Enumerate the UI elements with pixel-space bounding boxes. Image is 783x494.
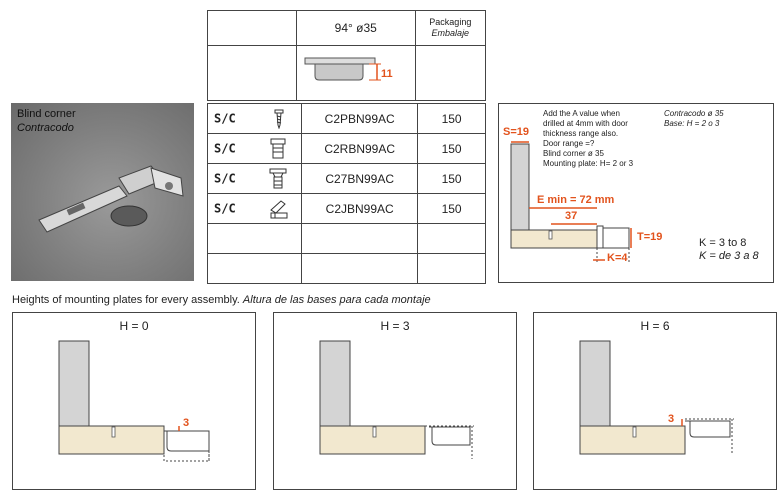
k-range-es: K = de 3 a 8 <box>699 250 759 262</box>
screw-icon <box>274 109 284 130</box>
mounting-drawing <box>319 340 474 459</box>
qty-cell: 150 <box>417 193 486 224</box>
packaging-label: Packaging <box>429 17 472 27</box>
prefix-label: S/C <box>214 111 236 125</box>
dim-label: 3 <box>183 417 190 429</box>
blind-corner-drawing <box>510 141 632 264</box>
heights-title: Heights of mounting plates for every ass… <box>12 294 431 306</box>
product-photo: Blind corner Contracodo <box>11 103 194 281</box>
note-es: Contracodo ø 35 Base: H = 2 o 3 <box>664 109 724 129</box>
empty-cell <box>206 223 303 254</box>
k-range: K = 3 to 8 <box>699 237 747 249</box>
table-row <box>206 223 486 254</box>
cup-cell: 11 <box>295 45 416 101</box>
empty-cell <box>414 45 487 101</box>
e-min-label: E min = 72 mm <box>537 194 615 206</box>
height-panel-h3: H = 3 <box>273 312 517 490</box>
t-label: T=19 <box>637 231 663 243</box>
photo-title: Blind corner <box>17 108 76 120</box>
angle-cell: 94° ø35 <box>295 10 416 46</box>
qty-cell: 150 <box>417 103 486 134</box>
mounting-drawing <box>579 340 734 455</box>
empty-cell <box>207 45 297 101</box>
dim-37-label: 37 <box>565 210 578 222</box>
note-line: drilled at 4mm with door <box>543 119 628 128</box>
note-line: thickness range also. <box>543 129 619 138</box>
qty-cell: 150 <box>417 163 486 194</box>
hinge-photo-icon <box>38 165 184 233</box>
empty-cell <box>301 253 419 284</box>
s-label: S=19 <box>503 126 529 138</box>
mounting-drawing <box>58 340 210 463</box>
table-row <box>206 253 486 284</box>
note-line: Mounting plate: H= 2 or 3 <box>543 159 634 168</box>
note-line: Blind corner ø 35 <box>543 149 604 158</box>
sc-cell: S/C <box>206 193 303 224</box>
sc-cell: S/C <box>206 163 303 194</box>
clip-icon <box>270 199 288 218</box>
cup-depth-label: 11 <box>381 68 393 80</box>
table-row: S/C C27BN99AC 150 <box>206 163 486 194</box>
sc-cell: S/C <box>206 103 303 134</box>
code-cell: C2JBN99AC <box>301 193 419 224</box>
dimension-diagram: Add the A value when drilled at 4mm with… <box>498 103 774 283</box>
panel-label: H = 0 <box>119 319 149 333</box>
dowel-icon <box>270 138 286 158</box>
empty-cell <box>301 223 419 254</box>
note-en: Add the A value when drilled at 4mm with… <box>543 109 633 169</box>
photo-title-es: Contracodo <box>17 122 74 134</box>
note-line: Door range =? <box>543 139 595 148</box>
prefix-label: S/C <box>214 201 236 215</box>
table-row: S/C C2JBN99AC 150 <box>206 193 486 224</box>
empty-cell <box>207 10 297 46</box>
note-line: Base: H = 2 o 3 <box>664 119 720 128</box>
height-panel-h6: H = 6 3 <box>533 312 777 490</box>
code-cell: C27BN99AC <box>301 163 419 194</box>
qty-cell: 150 <box>417 133 486 164</box>
table-row: S/C C2RBN99AC 150 <box>206 133 486 164</box>
code-cell: C2RBN99AC <box>301 133 419 164</box>
heights-title-en: Heights of mounting plates for every ass… <box>12 294 240 306</box>
prefix-label: S/C <box>214 141 236 155</box>
prefix-label: S/C <box>214 171 236 185</box>
empty-cell <box>417 253 486 284</box>
sc-cell: S/C <box>206 133 303 164</box>
note-line: Contracodo ø 35 <box>664 109 724 118</box>
code-cell: C2PBN99AC <box>301 103 419 134</box>
height-panel-h0: H = 0 3 <box>12 312 256 490</box>
dim-label: 3 <box>668 413 675 425</box>
note-line: Add the A value when <box>543 109 620 118</box>
top-table: 94° ø35 Packaging Embalaje 11 <box>207 10 487 101</box>
press-fit-icon <box>269 168 287 188</box>
k-label: K=4 <box>607 252 628 264</box>
panel-label: H = 6 <box>640 319 670 333</box>
empty-cell <box>206 253 303 284</box>
packaging-cell: Packaging Embalaje <box>414 10 487 46</box>
empty-cell <box>417 223 486 254</box>
table-row: S/C C2PBN99AC 150 <box>206 103 486 134</box>
hinge-cup-icon: 11 <box>304 57 393 80</box>
panel-label: H = 3 <box>380 319 410 333</box>
product-table: S/C C2PBN99AC 150 S/C C2RBN99AC 150 S/C <box>206 103 486 284</box>
heights-title-es: Altura de las bases para cada montaje <box>242 294 431 306</box>
packaging-label-es: Embalaje <box>431 28 470 38</box>
